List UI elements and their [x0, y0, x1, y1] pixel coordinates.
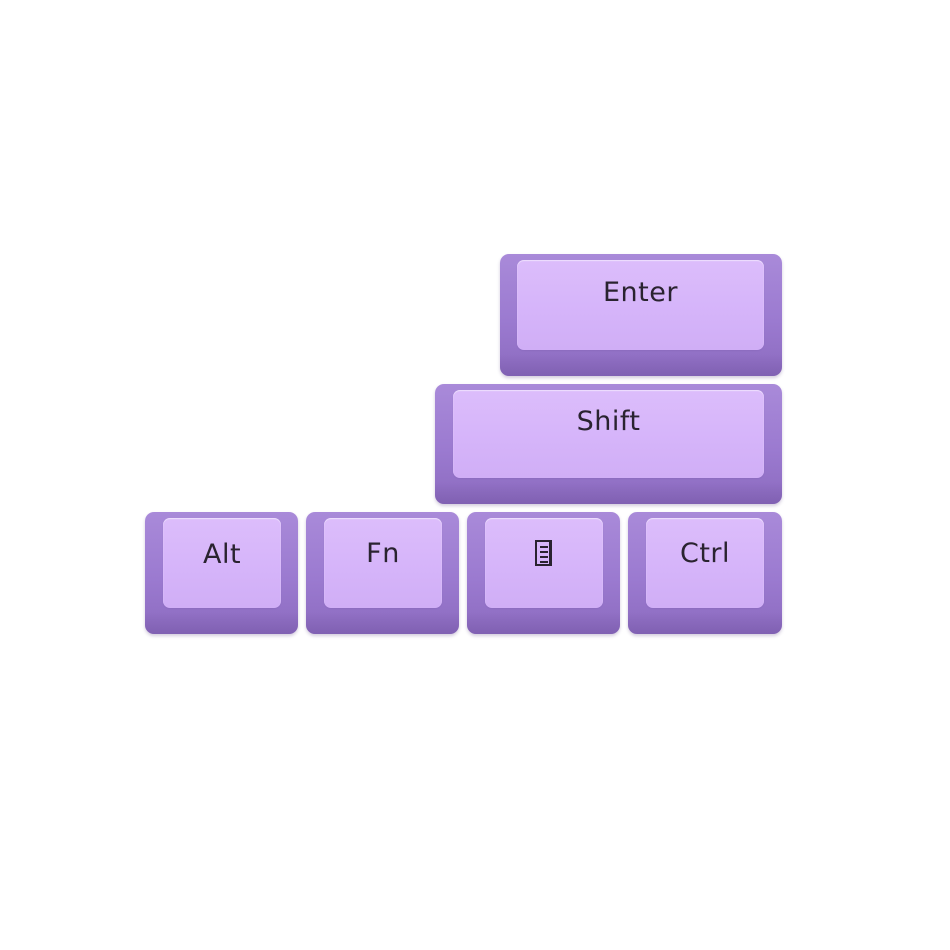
alt-legend: Alt — [202, 539, 242, 570]
ctrl-keycap-top: Ctrl — [646, 518, 764, 608]
enter-legend: Enter — [603, 277, 678, 308]
shift-keycap-top: Shift — [453, 390, 764, 478]
shift-legend: Shift — [576, 406, 641, 437]
fn-keycap: Fn — [306, 512, 459, 634]
alt-keycap-top: Alt — [163, 518, 281, 608]
shift-keycap: Shift — [435, 384, 782, 504]
fn-legend: Fn — [366, 538, 400, 569]
menu-icon — [535, 540, 552, 566]
fn-keycap-top: Fn — [324, 518, 442, 608]
ctrl-legend: Ctrl — [679, 538, 731, 569]
alt-keycap: Alt — [145, 512, 298, 634]
enter-keycap-top: Enter — [517, 260, 764, 350]
enter-keycap: Enter — [500, 254, 782, 376]
menu-keycap — [467, 512, 620, 634]
ctrl-keycap: Ctrl — [628, 512, 782, 634]
menu-keycap-top — [485, 518, 603, 608]
